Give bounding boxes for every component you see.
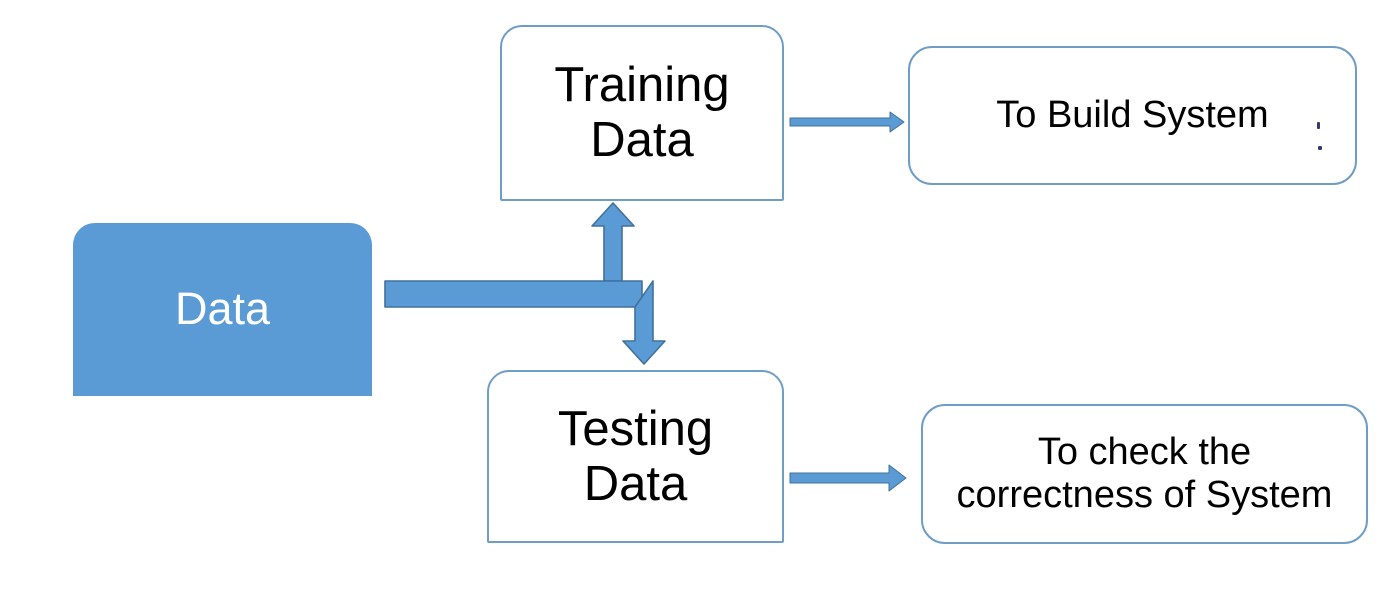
- node-training-data-label: Training Data: [554, 58, 730, 167]
- fork-arrow-icon: [384, 202, 666, 365]
- arrow-right-icon: [789, 464, 907, 492]
- connector-training-to-build: [786, 108, 908, 136]
- node-data-label: Data: [174, 283, 271, 335]
- node-testing-data[interactable]: Testing Data: [487, 370, 784, 543]
- node-data[interactable]: Data: [73, 223, 372, 396]
- connector-data-fork: [380, 196, 670, 381]
- node-testing-data-label: Testing Data: [557, 401, 714, 511]
- node-to-check-correctness[interactable]: To check the correctness of System: [921, 404, 1368, 544]
- node-to-check-correctness-label: To check the correctness of System: [956, 431, 1333, 516]
- connector-testing-to-check: [786, 462, 910, 494]
- arrow-right-icon: [789, 111, 905, 133]
- node-to-build-system[interactable]: To Build System: [908, 46, 1357, 185]
- node-training-data[interactable]: Training Data: [500, 25, 784, 201]
- scan-artifact-dot: [1317, 122, 1320, 129]
- node-to-build-system-label: To Build System: [996, 94, 1269, 137]
- scan-artifact-dot: [1318, 146, 1322, 150]
